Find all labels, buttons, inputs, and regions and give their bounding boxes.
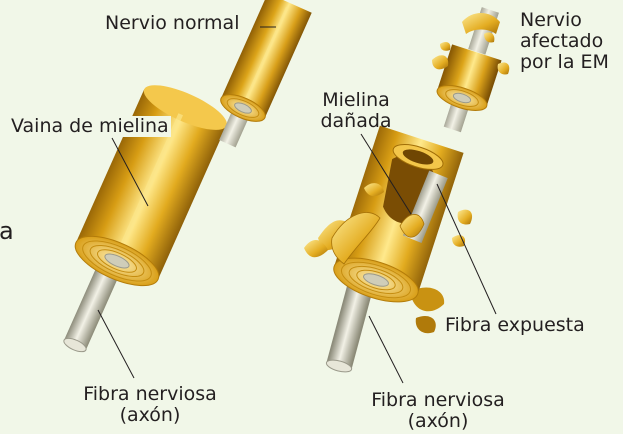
label-damaged-myelin: Mielina dañada [316,90,396,132]
normal-myelin-large [69,76,233,295]
affected-myelin-small [434,44,501,115]
label-affected-nerve: Nervio afectado por la EM [520,10,609,73]
label-myelin-sheath: Vaina de mielina [9,116,171,137]
label-nerve-fiber-left-line2: (axón) [62,405,238,426]
myelin-fragment [432,55,448,69]
label-affected-nerve-line3: por la EM [520,52,609,73]
leader-fiber-left [98,310,134,378]
label-nerve-fiber-right-line1: Fibra nerviosa [350,390,526,411]
label-nerve-fiber-left: Fibra nerviosa (axón) [62,384,238,426]
label-nerve-fiber-right: Fibra nerviosa (axón) [350,390,526,432]
label-nerve-fiber-left-line1: Fibra nerviosa [62,384,238,405]
label-edge-fragment: a [0,218,14,244]
label-damaged-myelin-line2: dañada [316,111,396,132]
normal-nerve [62,0,312,354]
myelin-fragment [498,62,510,74]
label-affected-nerve-line1: Nervio [520,10,609,31]
label-nerve-fiber-right-line2: (axón) [350,411,526,432]
myelin-fragment [416,316,436,333]
myelin-fragment [440,42,450,51]
leader-exposed-fiber [437,184,496,314]
label-damaged-myelin-line1: Mielina [316,90,396,111]
label-affected-nerve-line2: afectado [520,31,609,52]
affected-myelin-large [329,126,464,311]
myelin-fragment [458,210,472,225]
label-normal-nerve: Nervio normal [105,13,239,34]
label-exposed-fiber: Fibra expuesta [443,315,587,336]
leader-fiber-right [369,316,403,383]
